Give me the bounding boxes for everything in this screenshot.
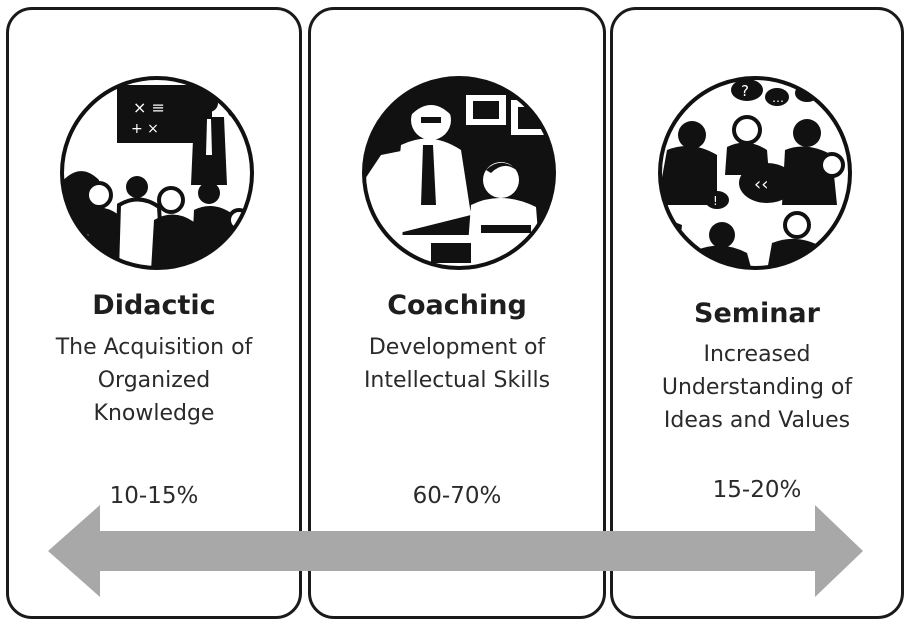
didactic-description: The Acquisition of Organized Knowledge: [9, 331, 299, 430]
svg-text:?: ?: [741, 82, 749, 100]
didactic-description-line: Knowledge: [93, 401, 215, 426]
didactic-description-line: Organized: [97, 368, 211, 393]
coaching-percent: 60-70%: [412, 483, 502, 509]
seminar-description-line: Increased: [703, 342, 811, 367]
seminar-title: Seminar: [694, 298, 820, 329]
svg-text:× ≡: × ≡: [133, 98, 165, 117]
seminar-description-line: Understanding of: [661, 375, 853, 400]
coaching-description-line: Development of: [368, 335, 546, 360]
discussion-illustration-icon: ? … ‹‹ !: [658, 76, 852, 270]
coaching-illustration-icon: [362, 76, 556, 270]
coaching-description-line: Intellectual Skills: [363, 368, 551, 393]
coaching-description: Development of Intellectual Skills: [311, 331, 603, 397]
didactic-title: Didactic: [92, 290, 216, 321]
svg-text:+ ×: + ×: [131, 121, 159, 137]
lecture-illustration-icon: × ≡ + ×: [60, 76, 254, 270]
svg-text:…: …: [772, 91, 784, 105]
coaching-title: Coaching: [387, 290, 527, 321]
didactic-panel: × ≡ + × Didactic The Acquisition of Orga…: [6, 7, 302, 619]
svg-text:!: !: [713, 194, 718, 208]
seminar-description-line: Ideas and Values: [663, 408, 851, 433]
seminar-percent: 15-20%: [712, 477, 802, 503]
svg-text:‹‹: ‹‹: [754, 174, 768, 195]
didactic-description-line: The Acquisition of: [55, 335, 253, 360]
coaching-panel: Coaching Development of Intellectual Ski…: [308, 7, 606, 619]
seminar-panel: ? … ‹‹ ! Seminar Increased: [610, 7, 904, 619]
seminar-description: Increased Understanding of Ideas and Val…: [613, 338, 901, 437]
didactic-percent: 10-15%: [109, 483, 199, 509]
